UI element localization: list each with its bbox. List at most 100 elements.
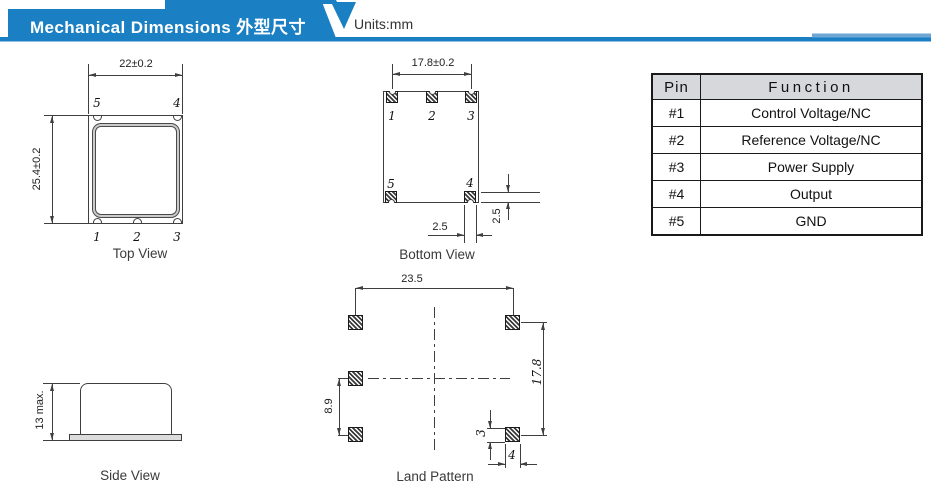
pin-label-2: 2	[133, 230, 141, 244]
bottom-view-body-outline	[383, 91, 479, 203]
ext-line	[521, 435, 547, 436]
dim-line	[476, 235, 492, 236]
table-header-row: Pin Function	[651, 73, 923, 100]
top-view-label: Top View	[112, 246, 168, 261]
ext-line	[476, 205, 477, 243]
arrowhead	[505, 185, 510, 192]
side-view-height-dim: 13 max.	[34, 390, 46, 430]
pin-label-1: 1	[388, 109, 396, 123]
arrowhead	[457, 232, 464, 237]
table-cell-function: GND	[700, 207, 923, 236]
land-pad-top-right	[505, 315, 520, 330]
arrowhead	[89, 73, 96, 77]
center-line-horizontal	[368, 378, 510, 379]
table-cell-pin: #2	[651, 126, 701, 154]
bottom-view-width-dim: 17.8±0.2	[411, 57, 455, 69]
table-row: #3 Power Supply	[651, 153, 923, 181]
top-view-height-dim: 25.4±0.2	[31, 147, 43, 191]
top-view-notch-pin3	[172, 218, 182, 223]
dim-line	[490, 442, 491, 460]
pad-notch	[467, 91, 475, 95]
header-underline	[0, 37, 931, 42]
table-cell-pin: #4	[651, 180, 701, 208]
top-view-package-lid	[92, 123, 180, 218]
table-row: #1 Control Voltage/NC	[651, 99, 923, 127]
table-row: #5 GND	[651, 207, 923, 236]
arrowhead	[487, 442, 492, 449]
pin-label-5: 5	[93, 96, 101, 110]
land-pad-bottom-right	[505, 427, 520, 442]
table-cell-function: Output	[700, 180, 923, 208]
arrowhead	[355, 285, 363, 290]
pin-label-2: 2	[428, 109, 436, 123]
ext-line	[338, 378, 348, 379]
top-view-notch-pin5	[92, 116, 102, 121]
ext-line	[43, 383, 80, 384]
top-view-notch-pin2	[132, 218, 142, 223]
pin-function-table: Pin Function #1 Control Voltage/NC #2 Re…	[651, 73, 923, 236]
dim-line	[508, 202, 509, 220]
units-label: Units:mm	[354, 16, 414, 32]
pin-label-5: 5	[387, 177, 395, 191]
pad-notch	[466, 199, 474, 203]
arrowhead	[49, 433, 54, 440]
pad-notch	[387, 199, 395, 203]
ext-line	[505, 444, 506, 468]
ext-line	[481, 202, 540, 203]
land-pad-mid-left	[348, 371, 363, 386]
arrowhead	[487, 421, 492, 428]
arrowhead	[505, 202, 510, 209]
table-header-function: Function	[700, 73, 923, 100]
top-view-notch-pin1	[92, 218, 102, 223]
arrowhead	[540, 323, 545, 330]
arrowhead	[476, 232, 483, 237]
dim-line	[52, 383, 53, 440]
ext-line	[513, 288, 514, 315]
dim-line	[490, 410, 491, 428]
ext-line	[487, 441, 505, 443]
ext-line	[182, 64, 183, 114]
bottom-view-pad-width-dim: 2.5	[432, 221, 448, 233]
ext-line	[44, 223, 88, 224]
pin-label-3: 3	[173, 230, 181, 244]
ext-line	[88, 64, 89, 114]
land-pattern-vertical-span-dim: 17.8	[530, 358, 544, 386]
arrowhead	[464, 71, 471, 76]
table-cell-function: Control Voltage/NC	[700, 99, 923, 127]
dim-line	[52, 115, 53, 223]
dim-line	[543, 322, 544, 435]
ext-line	[464, 205, 465, 243]
table-row: #4 Output	[651, 180, 923, 208]
land-pattern-horizontal-span-dim: 23.5	[401, 273, 423, 285]
dim-line	[520, 464, 537, 465]
arrowhead	[520, 461, 527, 466]
header-fold-shape	[331, 2, 356, 29]
land-pattern-pad-width-dim: 4	[508, 448, 516, 462]
header-underline-light	[812, 33, 931, 38]
pad-notch	[388, 91, 396, 95]
arrowhead	[175, 73, 182, 77]
side-view-base-plate	[69, 434, 182, 441]
ext-line	[355, 288, 356, 315]
land-pad-top-left	[348, 315, 363, 330]
bottom-view-label: Bottom View	[399, 247, 475, 262]
arrowhead	[336, 379, 341, 386]
side-view-label: Side View	[100, 468, 160, 483]
land-pad-bottom-left	[348, 427, 363, 442]
dim-line	[428, 235, 464, 236]
arrowhead	[506, 285, 513, 290]
ext-line	[521, 322, 547, 323]
arrowhead	[49, 116, 54, 123]
dim-line	[339, 378, 340, 435]
dim-line	[392, 74, 471, 75]
table-row: #2 Reference Voltage/NC	[651, 126, 923, 154]
pad-notch	[428, 91, 436, 95]
table-cell-function: Reference Voltage/NC	[700, 126, 923, 154]
land-pattern-left-pitch-dim: 8.9	[323, 398, 335, 414]
ext-line	[338, 435, 348, 436]
top-view-width-dim: 22±0.2	[119, 58, 153, 70]
ext-line	[520, 444, 521, 468]
ext-line	[44, 115, 88, 116]
arrowhead	[392, 71, 400, 76]
